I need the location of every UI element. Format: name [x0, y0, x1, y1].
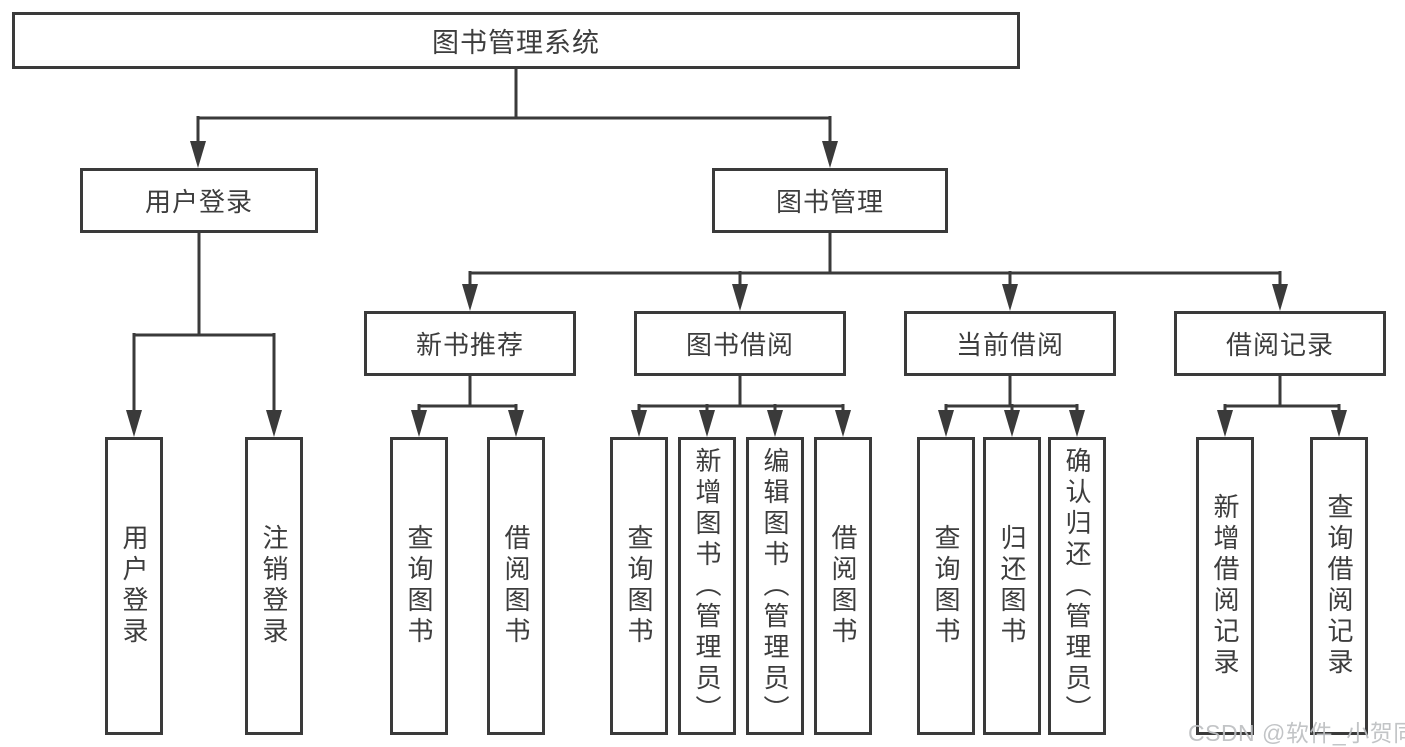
- leaf-borrow-add-books-admin: 新增图书（管理员）: [678, 437, 736, 735]
- leaf-user-login: 用户登录: [105, 437, 163, 735]
- csdn-watermark: CSDN @软件_小贺同学: [1188, 720, 1405, 746]
- leaf-records-add-borrow-record: 新增借阅记录: [1196, 437, 1254, 735]
- node-borrow-records: 借阅记录: [1174, 311, 1386, 376]
- leaf-current-confirm-return-admin-label: 确认归还（管理员）: [1062, 446, 1092, 726]
- leaf-current-confirm-return-admin: 确认归还（管理员）: [1048, 437, 1106, 735]
- connector-book-borrow-to-leaves: [631, 376, 851, 437]
- connector-user-login-to-leaves: [126, 233, 282, 437]
- leaf-borrow-borrow-books: 借阅图书: [814, 437, 872, 735]
- node-book-borrow: 图书借阅: [634, 311, 846, 376]
- node-new-book-recommend: 新书推荐: [364, 311, 576, 376]
- node-user-login: 用户登录: [80, 168, 318, 233]
- connector-book-management-to-level3: [462, 233, 1288, 311]
- leaf-borrow-add-books-admin-label: 新增图书（管理员）: [692, 446, 722, 726]
- node-current-borrow-label: 当前借阅: [955, 330, 1064, 360]
- leaf-records-query-borrow-record-label: 查询借阅记录: [1324, 493, 1354, 679]
- node-root-label: 图书管理系统: [432, 28, 600, 58]
- connector-borrow-records-to-leaves: [1217, 376, 1347, 437]
- leaf-borrow-query-books-label: 查询图书: [624, 524, 654, 648]
- leaf-records-query-borrow-record: 查询借阅记录: [1310, 437, 1368, 735]
- node-borrow-records-label: 借阅记录: [1225, 330, 1334, 360]
- leaf-newbook-query-books-label: 查询图书: [404, 524, 434, 648]
- leaf-current-return-books-label: 归还图书: [997, 524, 1027, 648]
- leaf-newbook-borrow-books: 借阅图书: [487, 437, 545, 735]
- leaf-newbook-query-books: 查询图书: [390, 437, 448, 735]
- leaf-current-query-books: 查询图书: [917, 437, 975, 735]
- connector-root-to-level2: [190, 69, 838, 168]
- leaf-newbook-borrow-books-label: 借阅图书: [501, 524, 531, 648]
- node-user-login-label: 用户登录: [144, 187, 253, 217]
- leaf-logout-login-label: 注销登录: [259, 524, 289, 648]
- connector-current-borrow-to-leaves: [938, 376, 1085, 437]
- node-book-management: 图书管理: [712, 168, 948, 233]
- leaf-borrow-edit-books-admin-label: 编辑图书（管理员）: [760, 446, 790, 726]
- leaf-current-return-books: 归还图书: [983, 437, 1041, 735]
- leaf-current-query-books-label: 查询图书: [931, 524, 961, 648]
- leaf-user-login-label: 用户登录: [119, 524, 149, 648]
- leaf-records-add-borrow-record-label: 新增借阅记录: [1210, 493, 1240, 679]
- leaf-borrow-edit-books-admin: 编辑图书（管理员）: [746, 437, 804, 735]
- leaf-logout-login: 注销登录: [245, 437, 303, 735]
- node-book-borrow-label: 图书借阅: [685, 330, 794, 360]
- connector-new-book-to-leaves: [411, 376, 524, 437]
- node-book-management-label: 图书管理: [775, 187, 884, 217]
- node-root: 图书管理系统: [12, 12, 1020, 69]
- node-current-borrow: 当前借阅: [904, 311, 1116, 376]
- leaf-borrow-query-books: 查询图书: [610, 437, 668, 735]
- leaf-borrow-borrow-books-label: 借阅图书: [828, 524, 858, 648]
- node-new-book-recommend-label: 新书推荐: [415, 330, 524, 360]
